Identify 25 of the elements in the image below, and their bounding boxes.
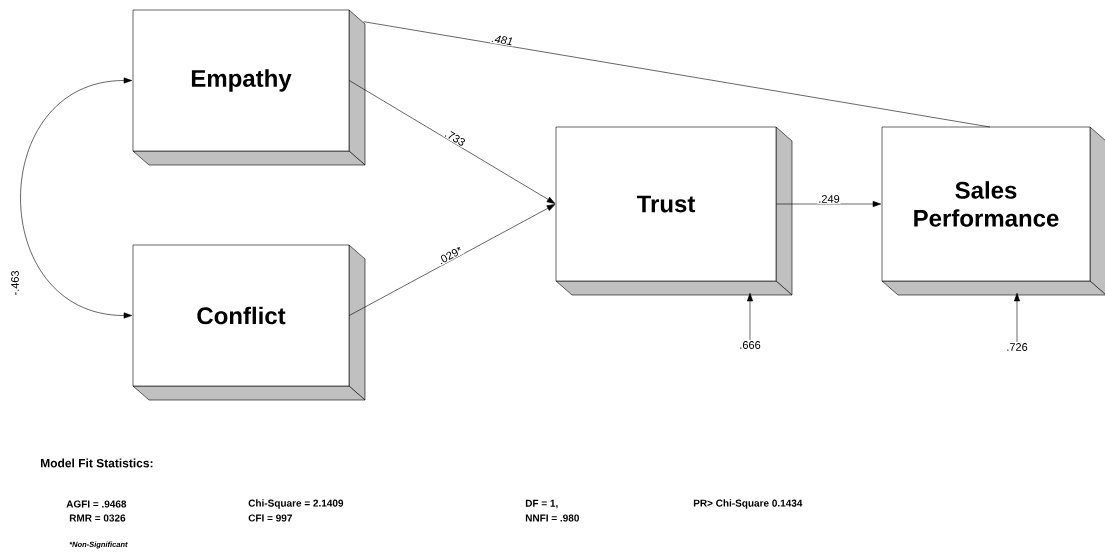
fit-statistic: DF = 1,	[525, 499, 558, 509]
path-arrow	[747, 292, 753, 341]
construct-box: Conflict	[132, 244, 366, 401]
fit-statistic: CFI = 997	[248, 514, 292, 522]
fit-statistic: PR> Chi-Square 0.1434	[693, 499, 803, 509]
error-value: .726	[1007, 343, 1028, 351]
path-arrow	[776, 201, 882, 207]
edge-label: .029*	[435, 244, 465, 267]
path-arrow	[349, 204, 556, 316]
stats-heading: Model Fit Statistics:	[41, 458, 153, 468]
edge-label: .733	[442, 127, 468, 149]
error-value: .666	[740, 341, 761, 349]
path-arrow	[349, 80, 556, 204]
edge-label: -.463	[10, 269, 20, 297]
edge-label: .481	[490, 33, 515, 47]
construct-box: Trust	[555, 126, 793, 296]
fit-statistic: Chi-Square = 2.1409	[248, 499, 344, 509]
path-arrow	[1014, 292, 1020, 343]
construct-box: Sales Performance	[881, 126, 1105, 296]
fit-statistic: NNFI = .980	[525, 514, 579, 522]
edge-label: .249	[817, 194, 841, 204]
path-arrow	[20, 77, 133, 319]
fit-statistic: AGFI = .9468	[66, 500, 127, 508]
fit-statistic: RMR = 0326	[69, 514, 126, 522]
construct-box: Empathy	[132, 9, 366, 166]
